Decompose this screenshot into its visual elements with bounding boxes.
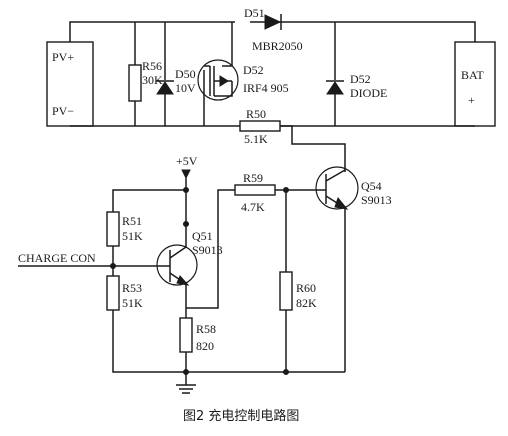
q54-emitter-arrow — [334, 196, 349, 210]
r59-name: R59 — [243, 171, 263, 185]
battery-label: BAT — [461, 68, 484, 82]
d51-label: D51 — [244, 6, 265, 20]
d52-value: DIODE — [350, 86, 387, 100]
r50-resistor — [239, 120, 281, 132]
r50-value: 5.1K — [244, 132, 268, 146]
charge-con-label: CHARGE CON — [18, 251, 96, 265]
r53-name: R53 — [122, 281, 142, 295]
r51-name: R51 — [122, 214, 142, 228]
r60-resistor — [279, 271, 293, 311]
r53-value: 51K — [122, 296, 143, 310]
vcc-arrow-icon — [181, 169, 191, 180]
d50-value: 10V — [175, 81, 196, 95]
r60-value: 82K — [296, 296, 317, 310]
d52-diode-symbol — [326, 81, 344, 95]
battery-box — [454, 41, 496, 127]
q51-emitter-arrow — [176, 275, 190, 286]
q51-name: Q51 — [192, 229, 213, 243]
r50-name: R50 — [246, 107, 266, 121]
r56-value: 30K — [142, 73, 163, 87]
r51-value: 51K — [122, 229, 143, 243]
figure-caption: 图2 充电控制电路图 — [183, 408, 299, 424]
q51-circle — [156, 244, 198, 286]
r58-name: R58 — [196, 322, 216, 336]
d51-value: MBR2050 — [252, 39, 303, 53]
r59-resistor — [234, 184, 276, 196]
mosfet-name: D52 — [243, 63, 264, 77]
q54-value: S9013 — [361, 193, 392, 207]
vcc-label: +5V — [176, 154, 198, 168]
r53-resistor — [106, 275, 120, 311]
r56-resistor — [128, 64, 142, 102]
r58-value: 820 — [196, 339, 214, 353]
r51-resistor — [106, 211, 120, 247]
mosfet-value: IRF4 905 — [243, 81, 289, 95]
top-rail-left — [69, 21, 235, 42]
r58-resistor — [179, 317, 193, 353]
pv-plus-label: PV+ — [52, 50, 74, 64]
r56-name: R56 — [142, 59, 162, 73]
q51-value: S9013 — [192, 243, 223, 257]
pv-minus-label: PV− — [52, 104, 74, 118]
battery-plus-label: + — [468, 93, 475, 107]
r59-value: 4.7K — [241, 200, 265, 214]
q54-name: Q54 — [361, 179, 382, 193]
d50-name: D50 — [175, 67, 196, 81]
top-rail-right — [292, 21, 476, 42]
d52-name: D52 — [350, 72, 371, 86]
r60-name: R60 — [296, 281, 316, 295]
mosfet-circle — [197, 59, 239, 101]
pv-panel-box — [46, 41, 94, 127]
mosfet-arrow — [219, 75, 229, 87]
q54-circle — [315, 166, 359, 210]
